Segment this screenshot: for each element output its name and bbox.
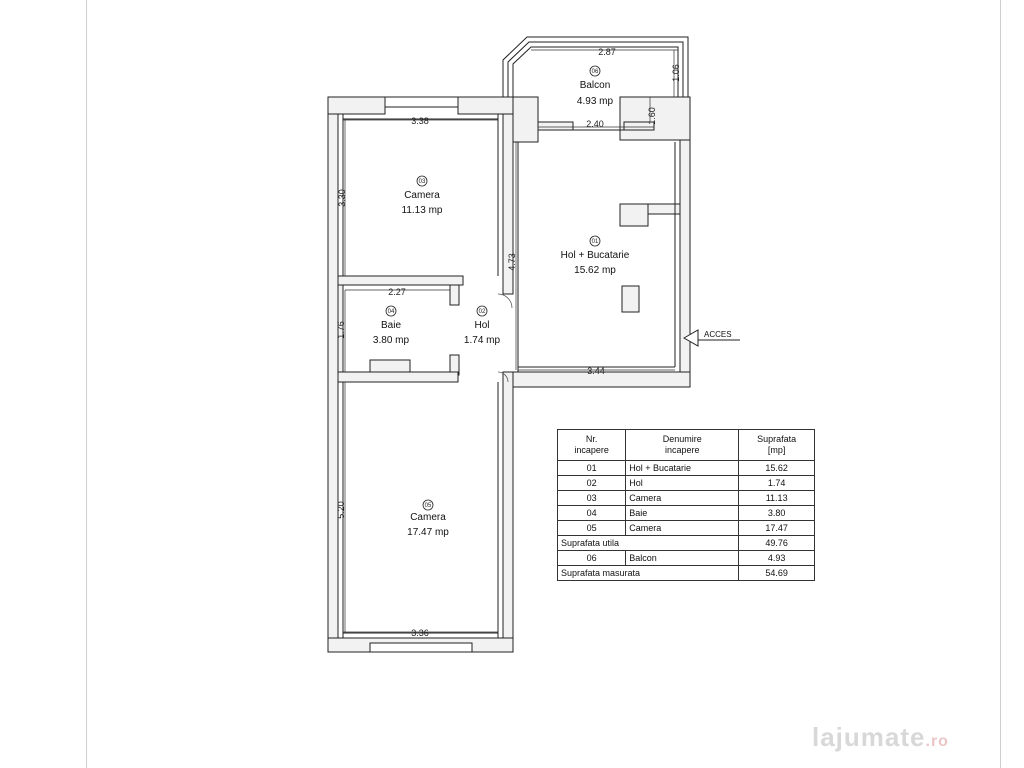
legend-name: Camera xyxy=(625,490,740,506)
legend-nr: 04 xyxy=(556,505,627,521)
room-area: 17.47 mp xyxy=(407,527,449,538)
interior-walls xyxy=(337,203,681,383)
inner-wall-lines xyxy=(342,114,676,638)
dim-kitchen-width: 3.44 xyxy=(587,366,605,376)
watermark-suffix: .ro xyxy=(925,733,949,750)
room-area: 4.93 mp xyxy=(577,96,614,107)
page-border-left xyxy=(86,0,87,768)
room-name: Hol xyxy=(474,320,489,331)
room-name: Balcon xyxy=(580,80,611,91)
exterior-walls xyxy=(327,96,691,653)
legend-name: Baie xyxy=(625,505,740,521)
legend-row: 01 Hol + Bucatarie 15.62 xyxy=(556,460,815,476)
room-code: 01 xyxy=(592,239,599,245)
room-01-marker xyxy=(589,235,601,247)
legend-header-name: Denumire incapere xyxy=(625,429,740,461)
room-code: 04 xyxy=(388,309,395,315)
legend-value: 1.74 xyxy=(738,475,815,491)
legend-nr: 05 xyxy=(556,520,627,536)
legend-value: 3.80 xyxy=(738,505,815,521)
room-area: 1.74 mp xyxy=(464,335,501,346)
room-name: Hol + Bucatarie xyxy=(561,250,630,261)
dim-hall-height: 4.73 xyxy=(507,253,517,271)
legend-utila-value: 49.76 xyxy=(738,535,815,551)
legend-nr: 01 xyxy=(556,460,627,476)
balcony-parapet xyxy=(502,36,689,97)
legend-value: 11.13 xyxy=(738,490,815,506)
legend-nr: 06 xyxy=(556,550,627,566)
dim-balcony-wall: 1.60 xyxy=(647,107,657,125)
access-label: ACCES xyxy=(704,330,732,339)
legend-name: Hol + Bucatarie xyxy=(625,460,740,476)
room-05-marker xyxy=(422,499,434,511)
legend-row: 06 Balcon 4.93 xyxy=(556,550,815,566)
room-code: 02 xyxy=(479,309,486,315)
legend-row: 04 Baie 3.80 xyxy=(556,505,815,521)
legend-masurata-row: Suprafata masurata 54.69 xyxy=(556,565,815,581)
legend-header-row: Nr. incapere Denumire incapere Suprafata… xyxy=(556,429,815,461)
access-arrow-icon xyxy=(682,329,699,347)
legend-value: 4.93 xyxy=(738,550,815,566)
page-border-right xyxy=(1000,0,1001,768)
room-area: 11.13 mp xyxy=(402,205,443,216)
room-code: 03 xyxy=(419,179,426,185)
room-02-marker xyxy=(476,305,488,317)
room-06-marker xyxy=(589,65,601,77)
legend-utila-label: Suprafata utila xyxy=(556,535,740,551)
legend-utila-row: Suprafata utila 49.76 xyxy=(556,535,815,551)
legend-name: Hol xyxy=(625,475,740,491)
room-labels: Balcon 4.93 mp Camera 11.13 mp Hol + Buc… xyxy=(373,80,630,538)
legend-masurata-label: Suprafata masurata xyxy=(556,565,740,581)
dim-room03-width: 3.38 xyxy=(411,116,429,126)
dimension-lines xyxy=(343,49,678,633)
dim-bath-height: 1.76 xyxy=(336,321,346,339)
legend-row: 05 Camera 17.47 xyxy=(556,520,815,536)
legend-row: 02 Hol 1.74 xyxy=(556,475,815,491)
dim-balcony-width: 2.87 xyxy=(598,47,616,57)
legend-value: 15.62 xyxy=(738,460,815,476)
room-name: Camera xyxy=(410,512,446,523)
watermark: lajumate.ro xyxy=(812,722,1012,762)
room-code: 05 xyxy=(425,503,432,509)
legend-masurata-value: 54.69 xyxy=(738,565,815,581)
dim-bath-width: 2.27 xyxy=(388,287,406,297)
room-codes: 06 03 01 04 02 05 xyxy=(388,69,599,509)
room-name: Camera xyxy=(404,190,440,201)
legend-row: 03 Camera 11.13 xyxy=(556,490,815,506)
access-arrow: ACCES xyxy=(682,329,740,347)
dimension-texts: 2.87 1.06 2.40 1.60 3.38 3.30 4.73 2.27 … xyxy=(336,47,681,638)
area-legend-table: Nr. incapere Denumire incapere Suprafata… xyxy=(556,429,815,581)
dim-room03-height: 3.30 xyxy=(337,189,347,207)
legend-header-area: Suprafata [mp] xyxy=(738,429,815,461)
legend-name: Balcon xyxy=(625,550,740,566)
dim-room05-width: 3.36 xyxy=(411,628,429,638)
room-area: 15.62 mp xyxy=(574,265,616,276)
room-code: 06 xyxy=(592,69,599,75)
legend-nr: 03 xyxy=(556,490,627,506)
legend-value: 17.47 xyxy=(738,520,815,536)
room-markers xyxy=(385,65,601,511)
door-arcs xyxy=(497,293,513,383)
dim-balcony-opening: 2.40 xyxy=(586,119,604,129)
legend-header-nr: Nr. incapere xyxy=(556,429,627,461)
room-name: Baie xyxy=(381,320,401,331)
watermark-text: lajumate xyxy=(812,722,926,752)
room-03-marker xyxy=(416,175,428,187)
legend-nr: 02 xyxy=(556,475,627,491)
legend-name: Camera xyxy=(625,520,740,536)
dim-balcony-depth: 1.06 xyxy=(671,64,681,82)
dim-room05-height: 5.20 xyxy=(336,501,346,519)
room-04-marker xyxy=(385,305,397,317)
room-area: 3.80 mp xyxy=(373,335,410,346)
